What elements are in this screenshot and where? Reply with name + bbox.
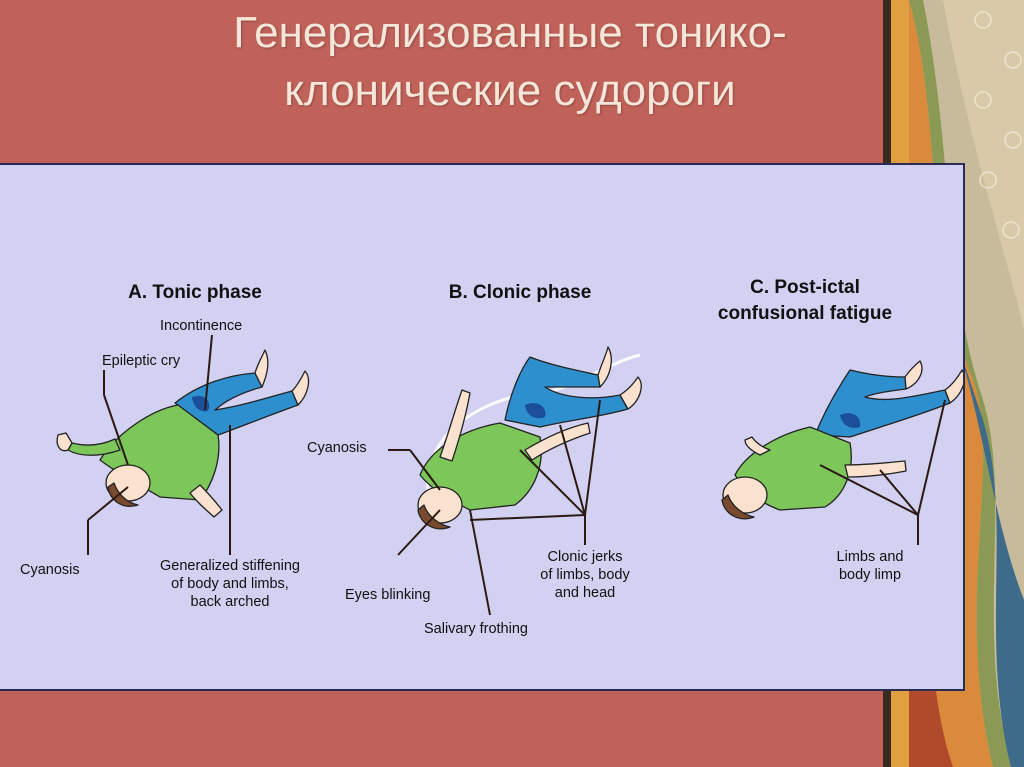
label-epileptic-cry: Epileptic cry xyxy=(102,353,181,369)
tonic-phase-title: A. Tonic phase xyxy=(128,282,262,303)
label-eyes-blinking: Eyes blinking xyxy=(345,587,431,603)
label-limp-line-1: Limbs and xyxy=(836,549,904,565)
label-cyanosis-clonic: Cyanosis xyxy=(307,440,367,456)
slide-title: Генерализованные тонико- клонические суд… xyxy=(140,4,880,120)
label-incontinence: Incontinence xyxy=(160,318,243,334)
label-jerks-line-2: of limbs, body xyxy=(540,567,630,583)
post-ictal-figure xyxy=(721,360,963,520)
seizure-phases-diagram: A. Tonic phase B. Clonic phase C. Post-i… xyxy=(0,163,965,691)
label-jerks-line-1: Clonic jerks xyxy=(547,549,623,565)
slide-title-line-2: клонические судороги xyxy=(284,66,736,115)
clonic-phase-figure xyxy=(417,346,642,530)
label-limbs-limp: Limbs and body limp xyxy=(815,548,925,584)
label-generalized-stiffening: Generalized stiffening of body and limbs… xyxy=(140,557,320,611)
label-cyanosis-tonic: Cyanosis xyxy=(20,562,80,578)
post-ictal-legs xyxy=(814,369,951,438)
label-limp-line-2: body limp xyxy=(838,567,902,583)
clonic-pointer-lines xyxy=(388,399,601,616)
diagram-figures xyxy=(56,334,963,616)
label-clonic-jerks: Clonic jerks of limbs, body and head xyxy=(520,548,650,602)
label-stiffening-line-2: of body and limbs, xyxy=(171,576,289,592)
post-ictal-phase-title: C. Post-ictal confusional fatigue xyxy=(690,275,920,327)
label-stiffening-line-1: Generalized stiffening xyxy=(160,558,300,574)
post-ictal-title-line-1: C. Post-ictal xyxy=(750,277,860,298)
clonic-phase-title: B. Clonic phase xyxy=(448,282,592,303)
tonic-legs xyxy=(174,372,299,436)
post-ictal-title-line-2: confusional fatigue xyxy=(717,303,893,324)
label-stiffening-line-3: back arched xyxy=(190,594,270,610)
tonic-pointer-lines xyxy=(87,334,231,555)
post-ictal-pointer-lines xyxy=(819,399,946,545)
label-salivary-frothing: Salivary frothing xyxy=(424,621,528,637)
post-ictal-head xyxy=(722,476,768,514)
tonic-phase-figure xyxy=(56,349,310,518)
slide-title-line-1: Генерализованные тонико- xyxy=(233,8,787,57)
label-jerks-line-3: and head xyxy=(554,585,616,601)
